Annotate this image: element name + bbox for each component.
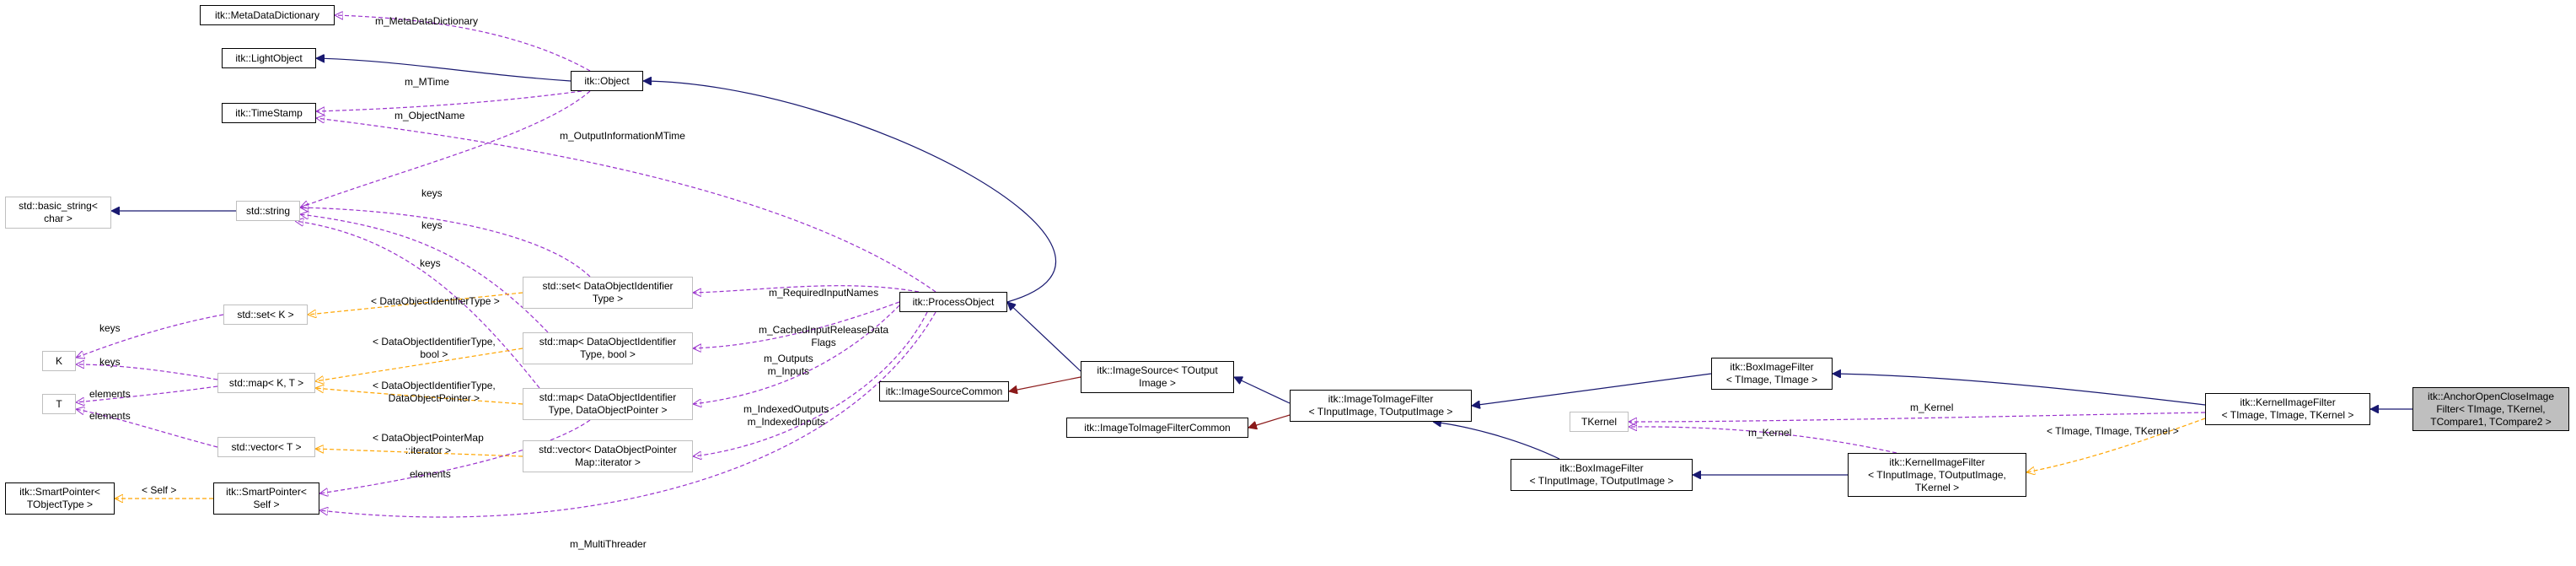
node-itk-smartpointer-tobjecttype[interactable]: itk::SmartPointer< TObjectType > (5, 482, 115, 515)
edge-label-m-outputs-m-inputs: m_Outputs m_Inputs (764, 353, 813, 377)
edge-cachedinputreleasedataflags (693, 301, 900, 348)
edge-label-keys: keys (421, 187, 443, 199)
edge-set-doid-keys (300, 208, 591, 278)
edge-object-to-lightobject (316, 58, 572, 82)
node-itk-boximagefilter-timage[interactable]: itk::BoxImageFilter < TImage, TImage > (1711, 358, 1833, 390)
node-itk-timestamp[interactable]: itk::TimeStamp (222, 103, 316, 123)
edge-label-m-metadatadictionary: m_MetaDataDictionary (375, 15, 479, 27)
edge-label-m-cachedinputreleasedataflags: m_CachedInputReleaseData Flags (759, 324, 889, 348)
node-itk-anchoropencloseimagefilter[interactable]: itk::AnchorOpenCloseImage Filter< TImage… (2412, 387, 2569, 431)
edge-label-m-outputinformationmtime: m_OutputInformationMTime (560, 130, 685, 142)
node-std-vector-dataobjectpointermap-iterator[interactable]: std::vector< DataObjectPointer Map::iter… (523, 440, 693, 472)
node-std-map-dataobjectidentifiertype-bool[interactable]: std::map< DataObjectIdentifier Type, boo… (523, 332, 693, 364)
edge-map-doid-bool-keys (300, 214, 549, 333)
edge-label-timage-timage-tkernel: < TImage, TImage, TKernel > (2047, 425, 2179, 437)
edge-tpl-kernelfilter (2026, 418, 2206, 472)
edge-kernel-tik (1629, 412, 2206, 422)
edge-imagetoimagefilter-to-imagesource (1234, 377, 1291, 404)
edge-label-dataobjectidentifiertype-pointer: < DataObjectIdentifierType, DataObjectPo… (373, 380, 496, 404)
node-itk-imagetoimagefilter[interactable]: itk::ImageToImageFilter < TInputImage, T… (1290, 390, 1472, 422)
node-std-map-dataobjectidentifiertype-pointer[interactable]: std::map< DataObjectIdentifier Type, Dat… (523, 388, 693, 420)
edge-set-k-keys (76, 314, 224, 358)
edge-label-m-requiredinputnames: m_RequiredInputNames (769, 287, 879, 299)
edge-kernelfilter-tik-to-boxfilter-ti (1833, 374, 2206, 406)
node-itk-kernelimagefilter-timage-tkernel[interactable]: itk::KernelImageFilter < TImage, TImage,… (2205, 393, 2370, 425)
edge-outputinformationmtime (316, 118, 936, 293)
edge-label-dataobjectidentifiertype: < DataObjectIdentifierType > (371, 295, 500, 307)
edge-boxfilter-io-to-imagetoimagefilter (1433, 422, 1560, 460)
edge-processobject-to-object (643, 81, 1057, 303)
edge-imagetoimagefilter-to-common (1248, 414, 1291, 428)
edge-vector-t-elements (76, 409, 218, 448)
edge-kernel-iok (1629, 427, 1897, 454)
edge-tpl-vector-iter (315, 449, 523, 457)
edge-map-kt-keys (76, 364, 218, 380)
edge-tpl-map-doid-ptr (315, 388, 523, 405)
node-std-set-dataobjectidentifiertype[interactable]: std::set< DataObjectIdentifier Type > (523, 277, 693, 309)
edge-label-m-kernel: m_Kernel (1910, 402, 1954, 413)
edge-imagesource-to-imagesourcecommon (1009, 376, 1081, 391)
edge-label-keys: keys (99, 322, 121, 334)
node-itk-imagetoimagefiltercommon[interactable]: itk::ImageToImageFilterCommon (1066, 418, 1248, 438)
edge-tpl-set-doid (308, 292, 523, 315)
node-t[interactable]: T (42, 394, 76, 414)
edge-label-keys: keys (421, 219, 443, 231)
edge-metadatadictionary (335, 15, 591, 72)
edge-outputs-inputs (693, 305, 900, 404)
edge-map-doid-ptr-keys (295, 221, 540, 389)
edge-imagesource-to-processobject (1007, 302, 1081, 372)
node-itk-boximagefilter-tinput-toutput[interactable]: itk::BoxImageFilter < TInputImage, TOutp… (1511, 459, 1693, 491)
edge-label-m-mtime: m_MTime (405, 76, 449, 88)
edge-label-self: < Self > (142, 484, 177, 496)
node-std-set-k[interactable]: std::set< K > (223, 305, 308, 325)
edge-requiredinputnames (693, 285, 920, 293)
node-itk-object[interactable]: itk::Object (571, 71, 643, 91)
node-tkernel[interactable]: TKernel (1570, 412, 1629, 432)
edge-label-m-multithreader: m_MultiThreader (570, 538, 647, 550)
edge-label-dataobjectidentifiertype-bool: < DataObjectIdentifierType, bool > (373, 336, 496, 360)
edge-tpl-map-doid-bool (315, 348, 523, 381)
edge-label-keys: keys (420, 257, 441, 269)
node-itk-metadatadictionary[interactable]: itk::MetaDataDictionary (200, 5, 335, 25)
node-itk-processobject[interactable]: itk::ProcessObject (899, 292, 1007, 312)
edge-objectname (300, 90, 591, 208)
node-itk-smartpointer-self[interactable]: itk::SmartPointer< Self > (213, 482, 319, 515)
node-itk-imagesourcecommon[interactable]: itk::ImageSourceCommon (879, 381, 1009, 402)
edge-multithreader (319, 311, 936, 518)
node-std-basic-string[interactable]: std::basic_string< char > (5, 197, 111, 229)
node-std-string[interactable]: std::string (236, 201, 300, 221)
edge-label-elements: elements (89, 388, 131, 400)
edge-label-elements: elements (89, 410, 131, 422)
edge-map-doid-ptr-elements (319, 419, 591, 493)
node-std-map-k-t[interactable]: std::map< K, T > (217, 373, 315, 393)
edge-boxfilter-ti-to-imagetoimagefilter (1472, 373, 1712, 406)
node-itk-kernelimagefilter-tinput-toutput-tkernel[interactable]: itk::KernelImageFilter < TInputImage, TO… (1848, 453, 2026, 497)
edge-mtime (316, 90, 582, 111)
node-std-vector-t[interactable]: std::vector< T > (217, 437, 315, 457)
edge-label-m-indexedoutputs-m-indexedinputs: m_IndexedOutputs m_IndexedInputs (743, 403, 829, 428)
node-itk-imagesource[interactable]: itk::ImageSource< TOutput Image > (1081, 361, 1234, 393)
edge-label-elements: elements (410, 468, 451, 480)
edge-label-dataobjectpointermap-iterator: < DataObjectPointerMap ::iterator > (373, 432, 484, 456)
edge-map-kt-elements (76, 385, 218, 402)
node-itk-lightobject[interactable]: itk::LightObject (222, 48, 316, 68)
edge-label-m-objectname: m_ObjectName (394, 110, 465, 121)
node-k[interactable]: K (42, 351, 76, 371)
edge-label-m-kernel: m_Kernel (1748, 427, 1792, 439)
edge-indexedoutputs-inputs (693, 311, 928, 456)
edge-label-keys: keys (99, 356, 121, 368)
